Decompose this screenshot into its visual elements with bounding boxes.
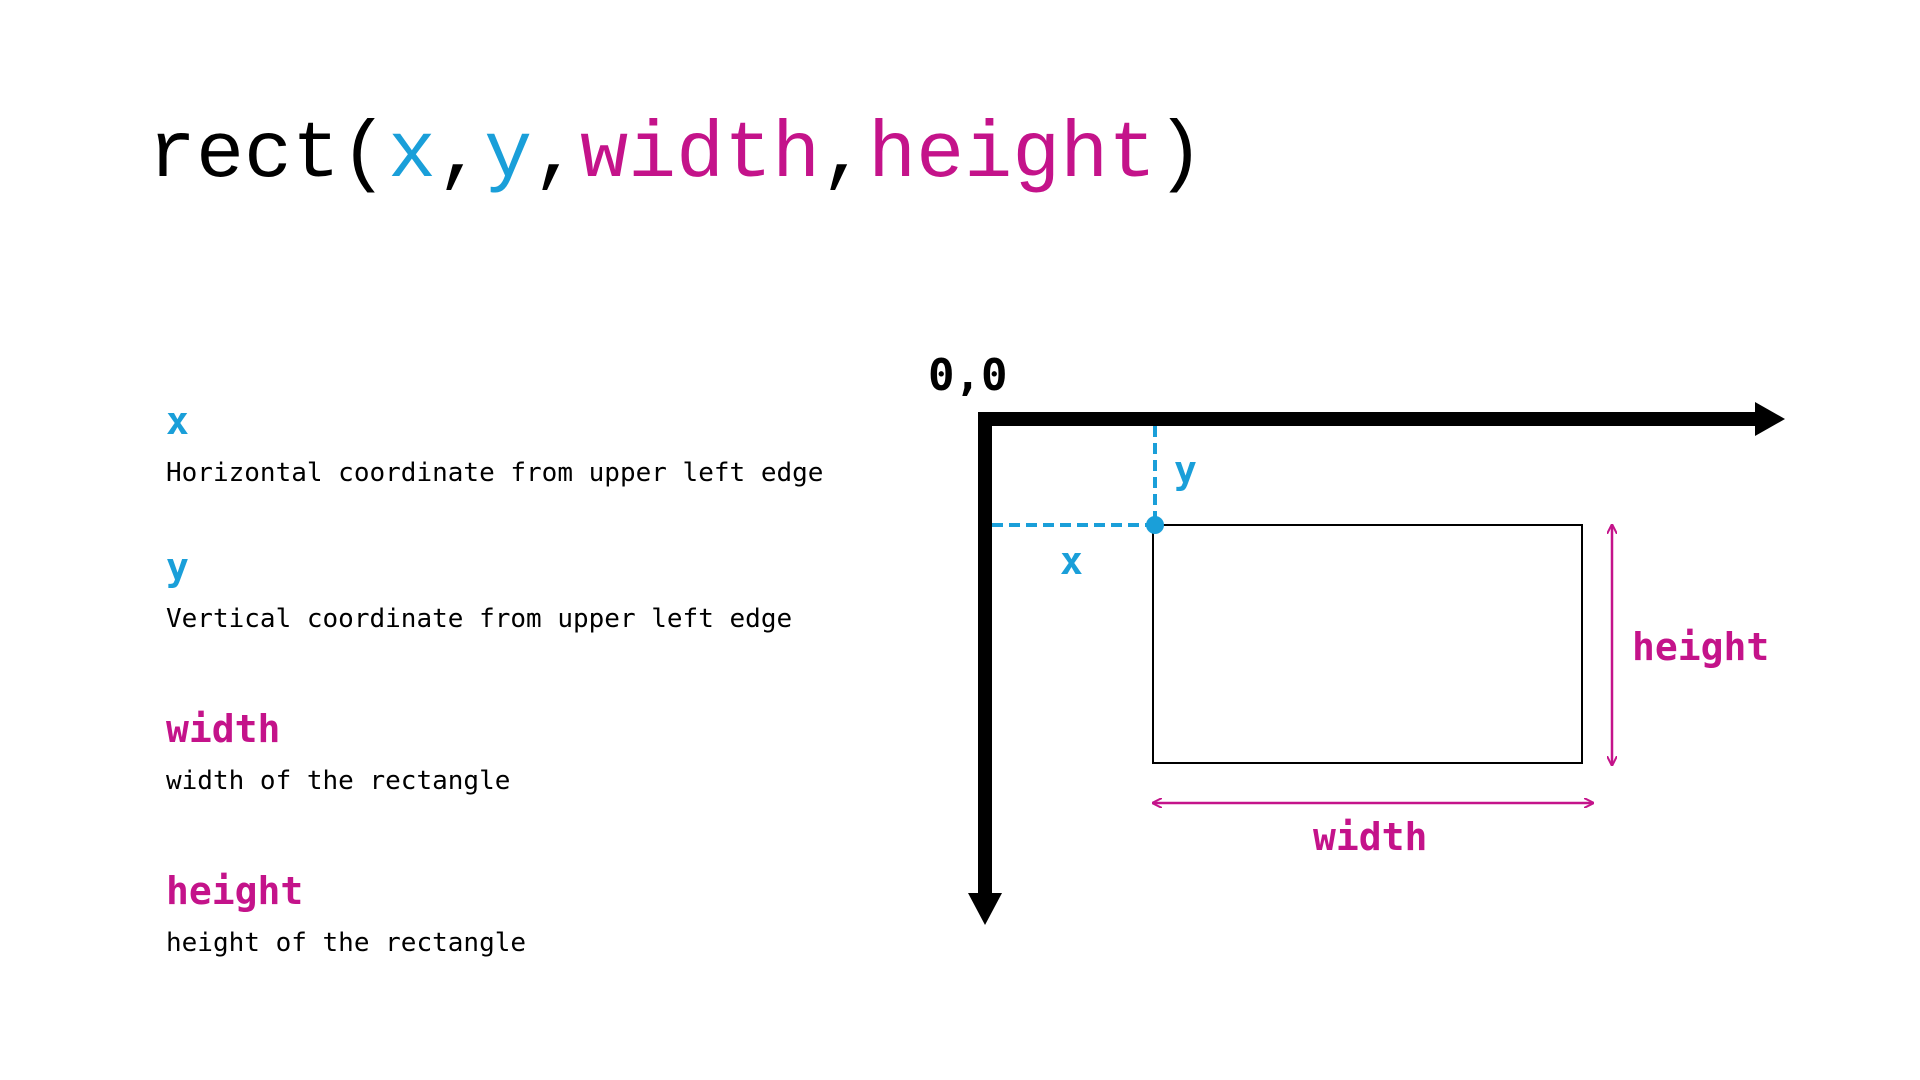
definition-desc-width: width of the rectangle — [166, 766, 511, 796]
diagram-x-label: x — [1060, 539, 1083, 583]
definition-y: y Vertical coordinate from upper left ed… — [166, 548, 792, 634]
definition-term-y: y — [166, 545, 189, 589]
corner-point — [1146, 516, 1164, 534]
function-signature-title: rect(x,y,width,height) — [148, 116, 1204, 196]
title-close-paren: ) — [1156, 110, 1205, 201]
diagram-y-label: y — [1174, 448, 1197, 492]
definition-x: x Horizontal coordinate from upper left … — [166, 402, 823, 488]
x-axis-arrowhead — [1755, 402, 1785, 436]
origin-label: 0,0 — [928, 350, 1007, 401]
title-comma: , — [532, 110, 581, 201]
title-comma: , — [436, 110, 485, 201]
definition-desc-x: Horizontal coordinate from upper left ed… — [166, 458, 824, 488]
diagram-height-label: height — [1632, 625, 1769, 669]
title-param-height: height — [868, 110, 1157, 201]
definition-desc-y: Vertical coordinate from upper left edge — [166, 604, 793, 634]
title-function-name: rect — [148, 110, 341, 201]
definition-desc-height: height of the rectangle — [166, 928, 527, 958]
diagram-width-label: width — [1313, 815, 1427, 859]
definition-term-width: width — [166, 707, 281, 751]
title-open-paren: ( — [340, 110, 389, 201]
title-comma: , — [820, 110, 869, 201]
definition-height: height height of the rectangle — [166, 872, 526, 958]
title-param-y: y — [484, 110, 533, 201]
title-param-x: x — [388, 110, 437, 201]
example-rectangle — [1152, 524, 1583, 764]
title-param-width: width — [580, 110, 821, 201]
definition-width: width width of the rectangle — [166, 710, 510, 796]
definition-term-x: x — [166, 399, 189, 443]
y-axis-arrowhead — [968, 893, 1002, 925]
definition-term-height: height — [166, 869, 304, 913]
